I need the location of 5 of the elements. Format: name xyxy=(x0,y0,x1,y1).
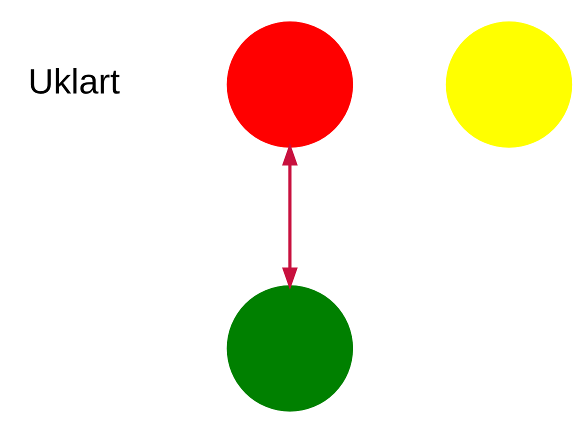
arrow xyxy=(282,143,298,290)
node-circle xyxy=(226,285,354,412)
node-circle xyxy=(446,21,572,148)
label: Uklart xyxy=(28,62,120,102)
node-circle xyxy=(226,21,354,148)
